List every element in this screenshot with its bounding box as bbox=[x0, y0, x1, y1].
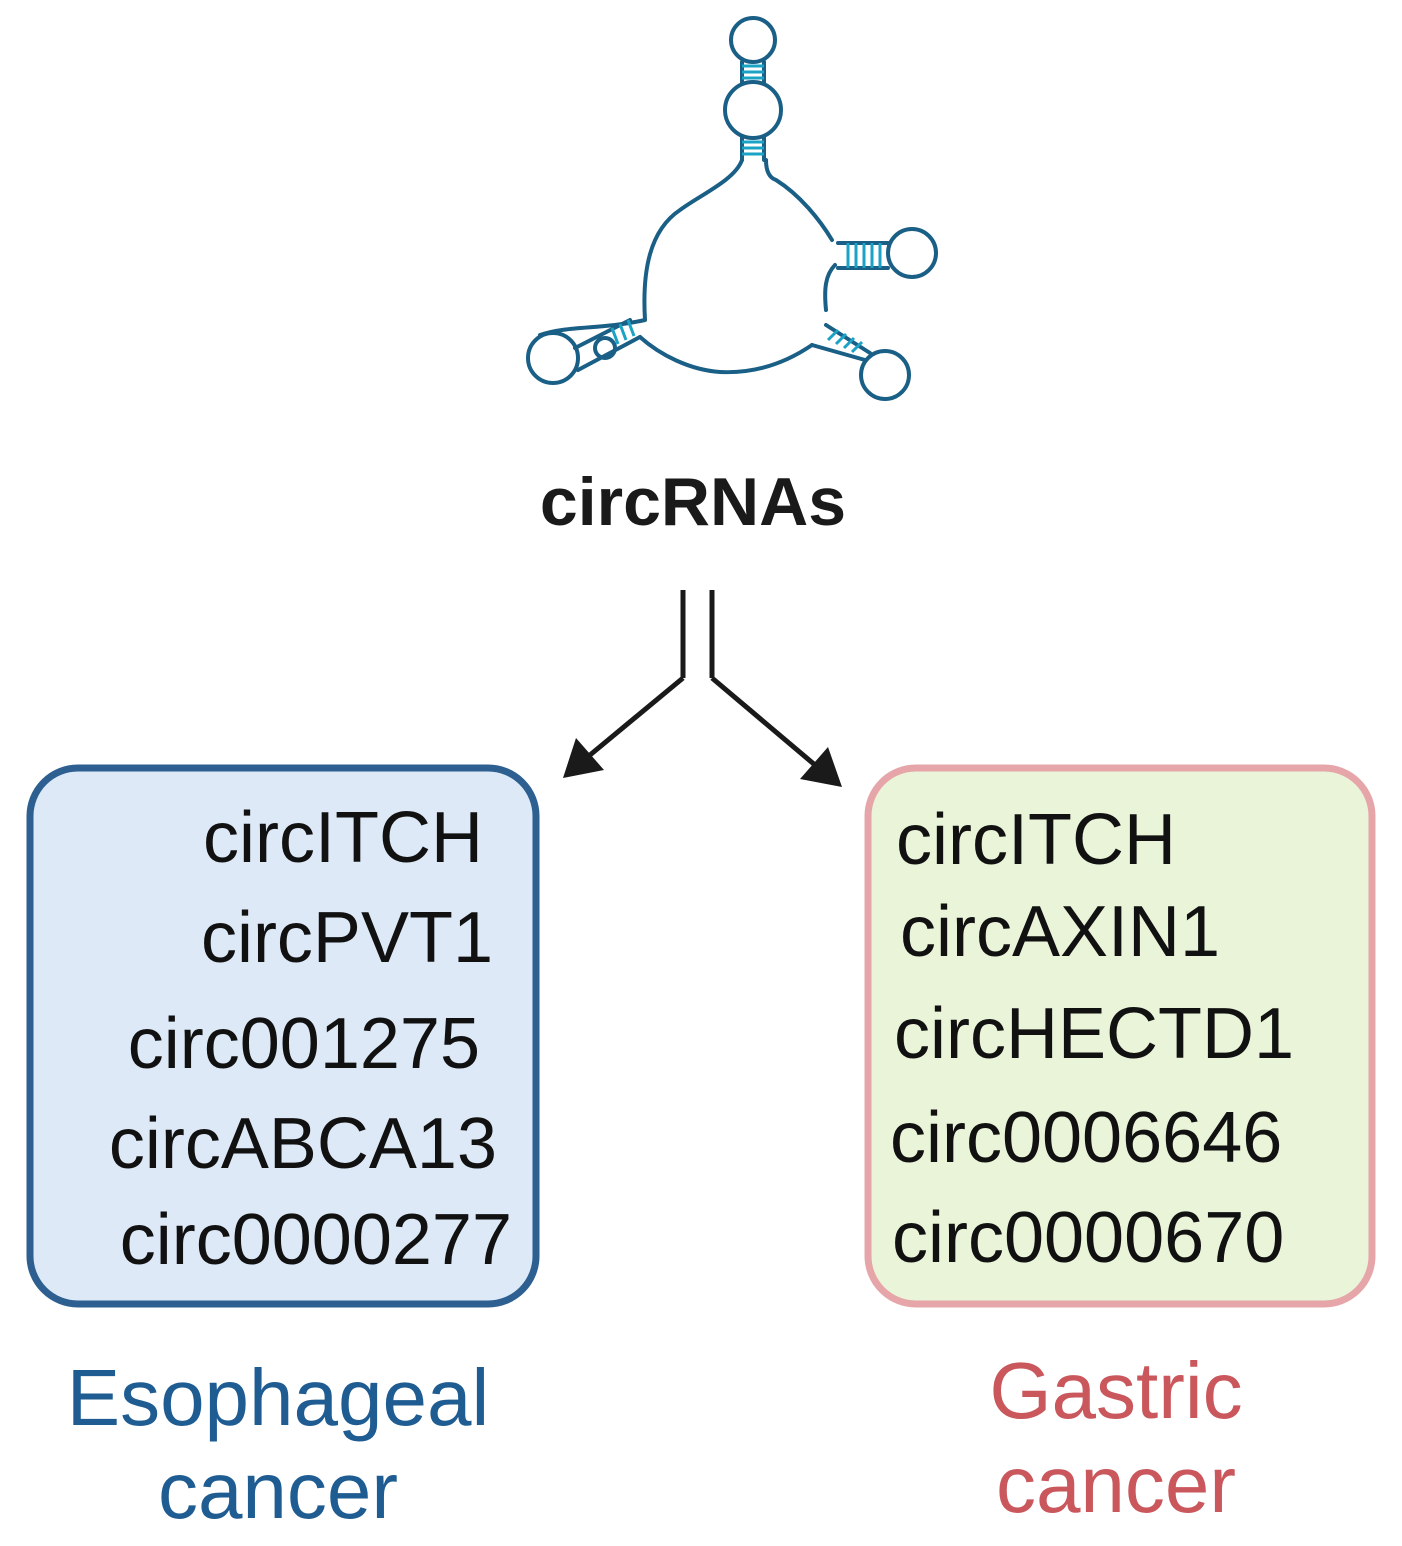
gastric-item: circITCH bbox=[896, 800, 1176, 880]
esophageal-caption-line1: Esophageal bbox=[67, 1353, 490, 1442]
gastric-item: circ0000670 bbox=[892, 1198, 1284, 1278]
gastric-item: circHECTD1 bbox=[894, 994, 1294, 1074]
diagram-title: circRNAs bbox=[540, 464, 846, 540]
rna-stem-rungs bbox=[610, 64, 882, 354]
gastric-caption-line1: Gastric bbox=[989, 1346, 1242, 1435]
circular-rna-icon bbox=[526, 16, 938, 401]
gastric-caption-line2: cancer bbox=[996, 1440, 1236, 1529]
esophageal-box bbox=[26, 764, 540, 1308]
esophageal-panel: circITCH circPVT1 circ001275 circABCA13 … bbox=[26, 764, 540, 1308]
gastric-item: circAXIN1 bbox=[900, 892, 1220, 972]
esophageal-item: circ0000277 bbox=[120, 1200, 512, 1280]
esophageal-item: circ001275 bbox=[128, 1004, 480, 1084]
esophageal-item: circITCH bbox=[203, 798, 483, 878]
gastric-item: circ0006646 bbox=[890, 1098, 1282, 1178]
gastric-box bbox=[864, 764, 1376, 1308]
esophageal-item: circABCA13 bbox=[109, 1104, 497, 1184]
esophageal-item: circPVT1 bbox=[201, 898, 493, 978]
arrow-to-gastric bbox=[710, 676, 842, 787]
gastric-panel: circITCH circAXIN1 circHECTD1 circ000664… bbox=[864, 764, 1376, 1308]
esophageal-caption-line2: cancer bbox=[158, 1446, 398, 1535]
split-connector bbox=[680, 590, 715, 678]
arrow-to-esophageal bbox=[563, 676, 685, 778]
